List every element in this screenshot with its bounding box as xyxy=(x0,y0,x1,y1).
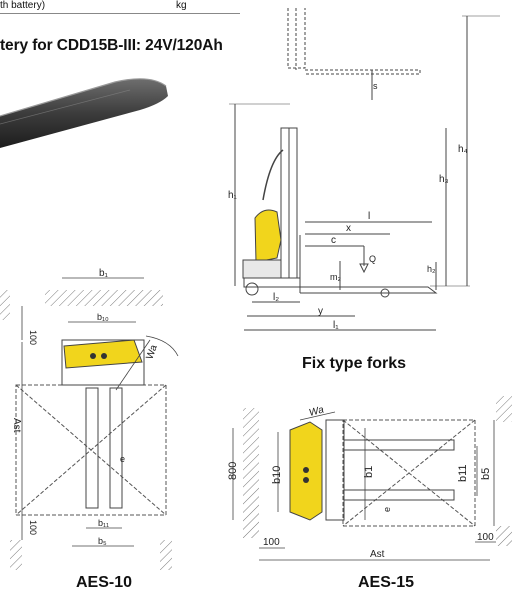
aes10-dim-100-bottom: 100 xyxy=(28,520,38,535)
dim-h3: h₃ xyxy=(439,174,449,185)
dim-Q: Q xyxy=(369,254,376,264)
aes15-dim-100-left: 100 xyxy=(263,537,280,548)
aes10-dim-Ast: Ast xyxy=(11,418,22,433)
battery-title: tery for CDD15B-III: 24V/120Ah xyxy=(0,37,223,54)
dim-c: c xyxy=(331,235,336,246)
aes15-dim-800: 800 xyxy=(227,462,239,480)
battery-image xyxy=(0,78,168,148)
aes10-dim-b1: b₁ xyxy=(99,268,109,279)
aes10-dim-b10: b₁₀ xyxy=(97,312,109,322)
dim-l2: l₂ xyxy=(273,292,279,303)
dim-l: l xyxy=(368,211,370,222)
aes10-dim-Wa: Wa xyxy=(144,343,159,361)
aes15-dim-b5: b5 xyxy=(480,468,492,480)
spec-row-label: th battery) xyxy=(0,0,46,11)
aes15-caption: AES-15 xyxy=(358,574,415,591)
aes15-dim-b10: b10 xyxy=(271,466,283,484)
dim-l1: l₁ xyxy=(333,320,339,331)
fix-type-forks-caption: Fix type forks xyxy=(302,355,407,372)
dim-s: s xyxy=(373,81,378,91)
aes10-dim-e: e xyxy=(120,454,125,464)
dim-h2: h₂ xyxy=(427,264,436,274)
aes15-drawing: Wa 800 b10 b1 b11 b5 e 100 100 Ast xyxy=(227,396,512,561)
aes15-dim-Ast: Ast xyxy=(370,549,385,560)
aes10-dim-b11: b₁₁ xyxy=(98,518,109,528)
aes15-dim-b1: b1 xyxy=(363,466,375,478)
aes10-drawing: b₁ b₁₀ 100 Wa Ast e 100 b₁₁ b₅ xyxy=(0,268,179,570)
dim-h4: h₄ xyxy=(458,144,468,155)
dim-y: y xyxy=(318,306,323,317)
side-view-drawing: s h₁ h₃ h₄ l x c Q m₂ h₂ l₂ y l₁ xyxy=(228,8,500,331)
aes15-dim-Wa: Wa xyxy=(308,404,326,419)
dim-h1: h₁ xyxy=(228,190,238,201)
aes15-dim-b11: b11 xyxy=(457,464,469,482)
dim-x: x xyxy=(346,223,351,234)
dim-m2: m₂ xyxy=(330,272,341,282)
aes10-dim-100-top: 100 xyxy=(28,330,38,345)
aes15-dim-100-right: 100 xyxy=(477,532,494,543)
aes10-dim-b5: b₅ xyxy=(98,536,107,546)
aes15-dim-e: e xyxy=(382,507,392,512)
spec-row-unit: kg xyxy=(176,0,187,11)
aes10-caption: AES-10 xyxy=(76,574,133,591)
header-divider xyxy=(0,13,240,14)
